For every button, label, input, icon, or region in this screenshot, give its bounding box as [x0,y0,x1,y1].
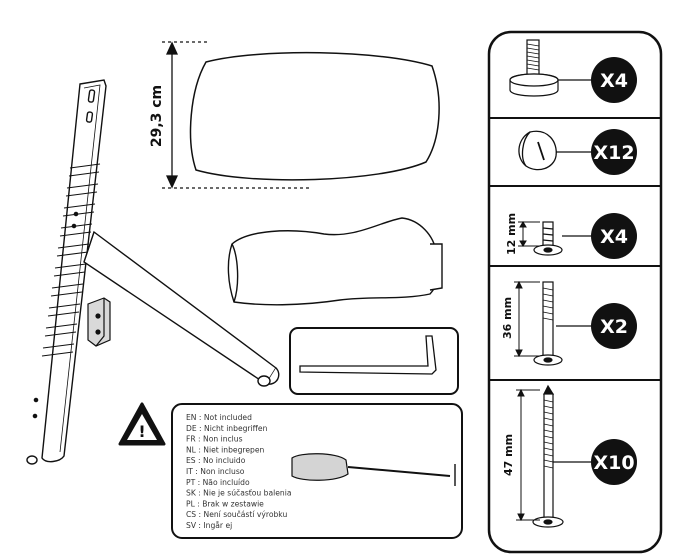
hardware-bolt-short-row: 12 mm X4 [505,213,637,259]
qty-label-foot: X4 [600,70,628,92]
size-label-medium-bolt: 36 mm [501,297,514,339]
not-included-line: CS : Není součástí výrobku [186,510,287,519]
not-included-line: SV : Ingår ej [186,521,232,530]
medium-bolt-dimension [514,280,540,358]
long-bolt-dimension [516,388,540,522]
not-included-box: EN : Not included DE : Nicht inbegriffenF… [171,403,463,539]
not-included-line: ES : No incluido [186,456,246,465]
screw-cap-icon [518,130,592,171]
crossbar-part [83,230,280,387]
short-bolt-dimension [518,221,540,247]
qty-badge-long-bolt [591,439,637,485]
side-rail-part [26,79,107,465]
hardware-bolt-medium-row: 36 mm X2 [501,280,637,366]
not-included-line: NL : Niet inbegrepen [186,445,265,454]
backrest-pad-part [227,217,443,306]
qty-badge-short-bolt [591,213,637,259]
screwdriver-icon [291,453,456,486]
size-label-short-bolt: 12 mm [505,213,518,255]
corner-bracket-part [87,297,111,347]
warning-symbol: ! [138,422,145,441]
not-included-line: IT : Non incluso [186,467,245,476]
hardware-foot-row: X4 [509,39,637,103]
qty-badge-cap [591,129,637,175]
seat-cushion-part [189,51,440,181]
size-label-long-bolt: 47 mm [502,434,515,476]
not-included-line: DE : Nicht inbegriffen [186,424,268,433]
not-included-line: PL : Brak w zestawie [186,499,264,508]
qty-label-cap: X12 [593,142,634,164]
hardware-cap-row: X12 [518,129,637,175]
not-included-line: FR : Non inclus [186,435,243,444]
seat-height-dimension [162,41,312,189]
allen-key-icon [299,335,437,375]
not-included-line: EN : Not included [186,413,252,422]
qty-label-short-bolt: X4 [600,226,628,248]
adjustable-foot-icon [509,39,594,97]
qty-badge-foot [591,57,637,103]
warning-icon [118,402,166,446]
short-bolt-icon [533,221,594,256]
qty-label-medium-bolt: X2 [600,316,628,338]
not-included-line: PT : Não incluído [186,478,250,487]
long-bolt-icon [532,384,594,528]
seat-height-label: 29,3 cm [149,85,165,147]
not-included-language-list: EN : Not included DE : Nicht inbegriffenF… [186,413,292,530]
qty-badge-medium-bolt [591,303,637,349]
hardware-bolt-long-row: 47 mm X10 [502,384,637,528]
allen-key-box [289,327,459,395]
medium-bolt-icon [533,281,594,366]
not-included-line: SK : Nie je súčasťou balenia [186,489,292,498]
qty-label-long-bolt: X10 [593,452,634,474]
